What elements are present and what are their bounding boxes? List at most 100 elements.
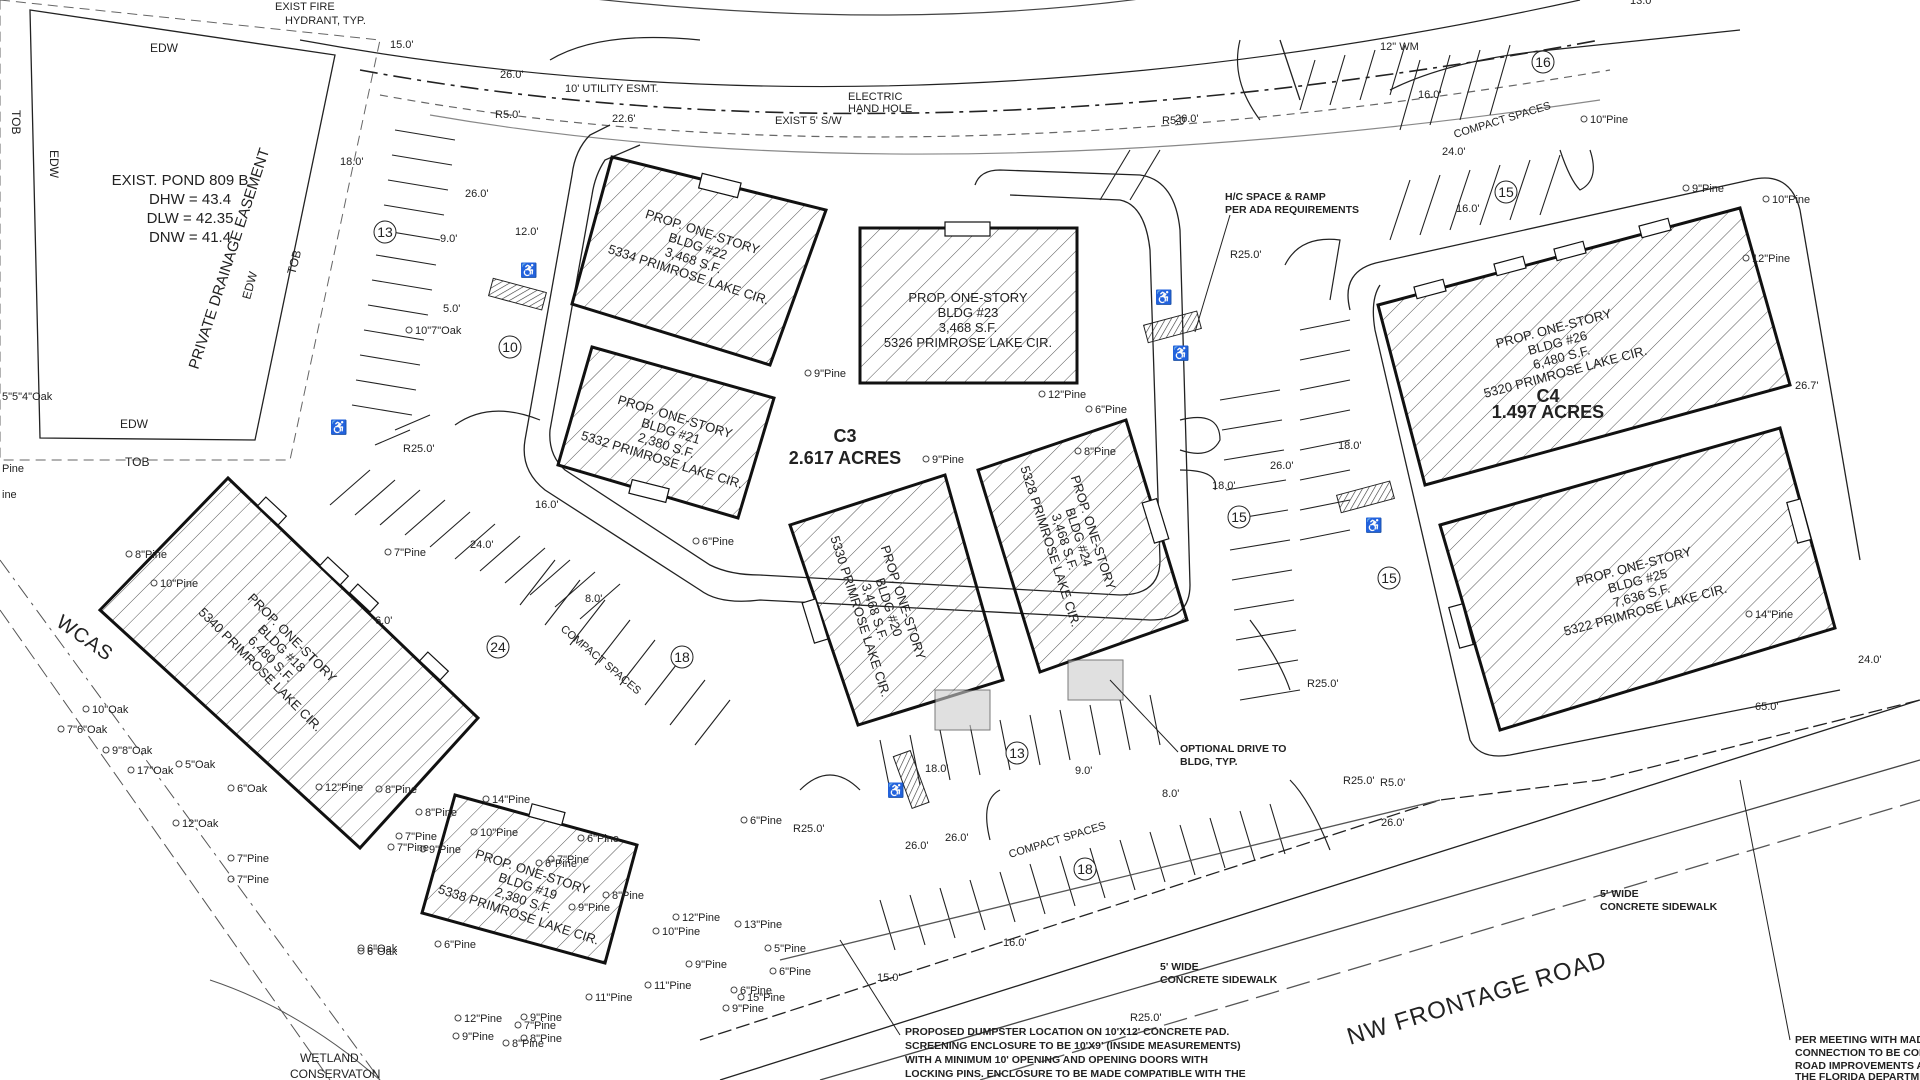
tree-label: 6"Pine (740, 985, 772, 997)
tree-marker (434, 940, 442, 948)
tree-marker (452, 1032, 460, 1040)
sidewalk-c4-line-1: 5' WIDE (1600, 888, 1639, 900)
tree-label: 7"Pine (405, 831, 437, 843)
exist-sidewalk-label: EXIST 5' S/W (775, 115, 842, 127)
tree-label: 8"Pine (425, 807, 457, 819)
bldg-23-number: BLDG #23 (938, 305, 999, 320)
compact-spaces-label-1: COMPACT SPACES (558, 623, 643, 697)
dimension-label: 16.0' (535, 499, 559, 511)
tree-marker (454, 1014, 462, 1022)
tree-label: 6"Pine (702, 536, 734, 548)
tree-marker (514, 1021, 522, 1029)
tree-marker (227, 784, 235, 792)
tree-marker (644, 981, 652, 989)
dimension-label: 18.0' (1338, 440, 1362, 452)
tree-label: 14"Pine (492, 794, 530, 806)
tree-label: 11"Pine (595, 992, 632, 1004)
svg-text:15: 15 (1231, 509, 1247, 525)
tree-marker (520, 1034, 528, 1042)
watermain-label: 12" WM (1380, 41, 1419, 53)
bldg-23-name: PROP. ONE-STORY (908, 290, 1028, 305)
space-count-18-a: 18 (670, 645, 694, 669)
dimension-label: 18.0' (925, 763, 949, 775)
tree-marker (102, 746, 110, 754)
tree-label: 7"Pine (524, 1020, 556, 1032)
tree-marker (1742, 254, 1750, 262)
dumpster-note-line-2: SCREENING ENCLOSURE TO BE 10'X9' (INSIDE… (905, 1040, 1241, 1052)
dimension-label: 26.0' (1270, 460, 1294, 472)
tree-label: 10"Pine (160, 578, 198, 590)
tree-marker (740, 816, 748, 824)
tree-marker (357, 944, 365, 952)
tree-marker (568, 903, 576, 911)
tree-label: 8"Pine (135, 549, 167, 561)
space-count-16: 16 (1531, 50, 1555, 74)
dumpster-note-line-3: WITH A MINIMUM 10' OPENING AND OPENING D… (905, 1054, 1208, 1066)
tree-label: 6"Pine (444, 939, 476, 951)
hc-note-line-1: H/C SPACE & RAMP (1225, 191, 1326, 203)
tree-label: 7"Pine (237, 874, 269, 886)
c4-parcel-name: C4 (1536, 386, 1559, 406)
dimension-label: 13.0' (1630, 0, 1654, 7)
tree-marker (315, 783, 323, 791)
electric-label: ELECTRIC (848, 91, 902, 103)
svg-text:15: 15 (1381, 570, 1397, 586)
dimension-label: 8.0' (585, 593, 602, 605)
space-count-13-a: 13 (373, 220, 397, 244)
sidewalk-c3-line-2: CONCRETE SIDEWALK (1160, 974, 1278, 986)
tree-label: 9"Pine (530, 1012, 562, 1024)
tree-marker (547, 855, 555, 863)
c4-parcel-acres: 1.497 ACRES (1492, 402, 1604, 422)
dimension-label: 12.0' (515, 226, 539, 238)
wcas-label: WCAS (52, 611, 117, 666)
tree-marker (922, 455, 930, 463)
tree-marker (1085, 405, 1093, 413)
hc-note-line-2: PER ADA REQUIREMENTS (1225, 204, 1359, 216)
bldg-23-sf: 3,468 S.F. (939, 320, 998, 335)
conservation-label: CONSERVATON (290, 1067, 380, 1080)
c3-parking (329, 44, 1561, 951)
dimension-label: 24.0' (1442, 146, 1466, 158)
hand-hole-label: HAND HOLE (848, 103, 912, 115)
tree-marker (1762, 195, 1770, 203)
tree-marker (602, 891, 610, 899)
tree-marker (804, 369, 812, 377)
dimension-label: 16.0' (1003, 937, 1027, 949)
space-count-15-a: 15 (1227, 505, 1251, 529)
dimension-label: R25.0' (403, 443, 434, 455)
sidewalk-c4-line-2: CONCRETE SIDEWALK (1600, 901, 1718, 913)
tree-marker (482, 795, 490, 803)
tree-label: 10"7"Oak (415, 325, 462, 337)
tree-label: 13"Pine (744, 919, 782, 931)
tree-label: 6"Oak (367, 946, 398, 958)
optional-drive-line-1: OPTIONAL DRIVE TO (1180, 743, 1286, 755)
dimension-label: R5.0' (1162, 115, 1187, 127)
tree-marker (1745, 610, 1753, 618)
building-20: PROP. ONE-STORY BLDG #20 3,468 S.F. 5330… (788, 473, 1005, 727)
space-count-15-b: 15 (1377, 566, 1401, 590)
building-18: PROP. ONE-STORY BLDG #18 6,480 S.F. 5340… (97, 475, 481, 851)
dimension-label: 26.0' (500, 69, 524, 81)
space-count-24: 24 (486, 635, 510, 659)
tree-label: 12"Pine (325, 782, 363, 794)
tree-marker (357, 947, 365, 955)
building-21: PROP. ONE-STORY BLDG #21 2,380 S.F. 5332… (556, 345, 776, 520)
tree-label: 7"6"Oak (67, 724, 108, 736)
edw-label-4: EDW (47, 150, 61, 179)
dimension-label: 65.0' (1755, 701, 1779, 713)
tree-marker (127, 766, 135, 774)
tree-label: 9"Pine (578, 902, 610, 914)
pond-dnw: DNW = 41.4 (149, 229, 231, 246)
tree-marker (535, 859, 543, 867)
tree-marker (585, 993, 593, 1001)
dimension-label: 26.0' (1175, 113, 1199, 125)
edw-label-2: EDW (120, 417, 149, 431)
space-count-10: 10 (498, 335, 522, 359)
tree-marker (502, 1039, 510, 1047)
dumpster-note-line-1: PROPOSED DUMPSTER LOCATION ON 10'X12' CO… (905, 1026, 1229, 1038)
meeting-note-line-1: PER MEETING WITH MADHI (1795, 1034, 1920, 1046)
buildings: PROP. ONE-STORY BLDG #22 3,468 S.F. 5334… (97, 155, 1837, 965)
edw-label-1: EDW (150, 41, 179, 55)
tree-labels: 10"7"Oak 9"Pine 12"Pine 6"Pine 8"Pine 9"Pine 6… (2, 114, 1810, 1050)
dimension-label: 24.0' (1858, 654, 1882, 666)
